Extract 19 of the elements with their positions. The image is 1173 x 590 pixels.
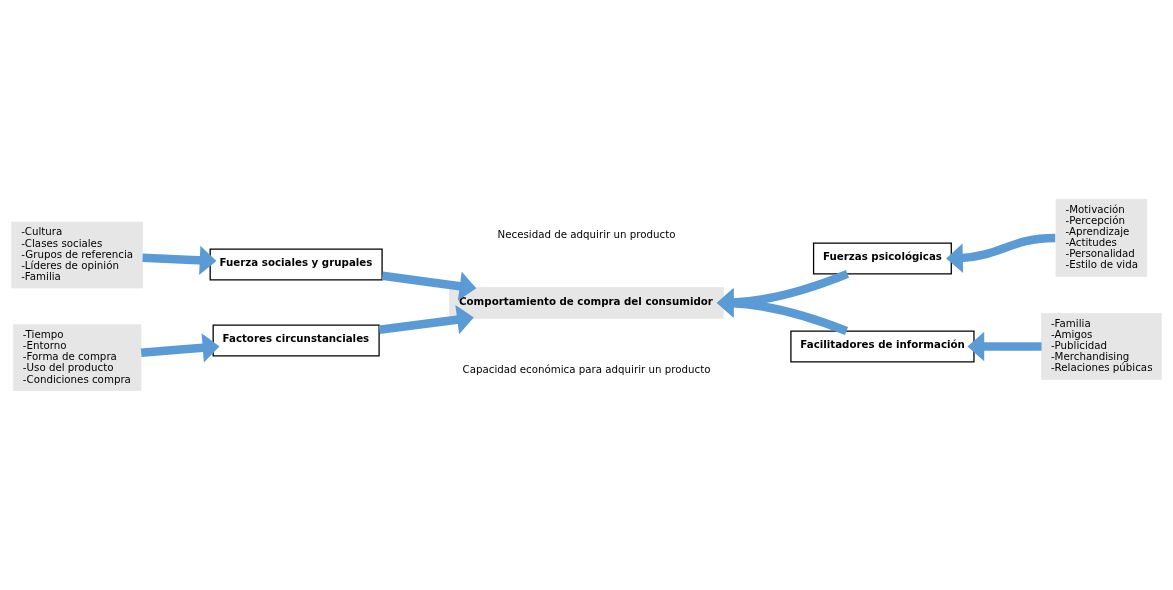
arrow — [967, 331, 1042, 362]
label: Capacidad económica para adquirir un producto — [462, 363, 711, 376]
node-box: -Tiempo -Entorno -Forma de compra -Uso del producto -Condiciones compra — [13, 324, 142, 391]
arrow — [140, 333, 220, 363]
node-box: Factores circunstanciales — [212, 324, 380, 357]
node-box: Fuerzas psicológicas — [812, 242, 952, 275]
arrow — [381, 271, 477, 301]
arrow — [946, 233, 1056, 273]
arrow — [378, 305, 474, 335]
arrow — [716, 269, 850, 318]
node-box: Facilitadores de información — [790, 330, 975, 363]
node-box: -Cultura -Clases sociales -Grupos de referencia -Líderes de opinión -Familia — [11, 221, 144, 289]
node-box: -Familia -Amigos -Publicidad -Merchandising -Relaciones púbicas — [1041, 313, 1162, 380]
arrow — [716, 288, 849, 335]
node-box: -Motivación -Percepción -Aprendizaje -Actitudes -Personalidad -Estilo de vida — [1055, 199, 1148, 277]
node-box: Fuerza sociales y grupales — [209, 248, 383, 281]
node-box: Comportamiento de compra del consumidor — [449, 287, 724, 319]
label: Necesidad de adquirir un producto — [497, 227, 676, 240]
arrow — [142, 245, 217, 275]
